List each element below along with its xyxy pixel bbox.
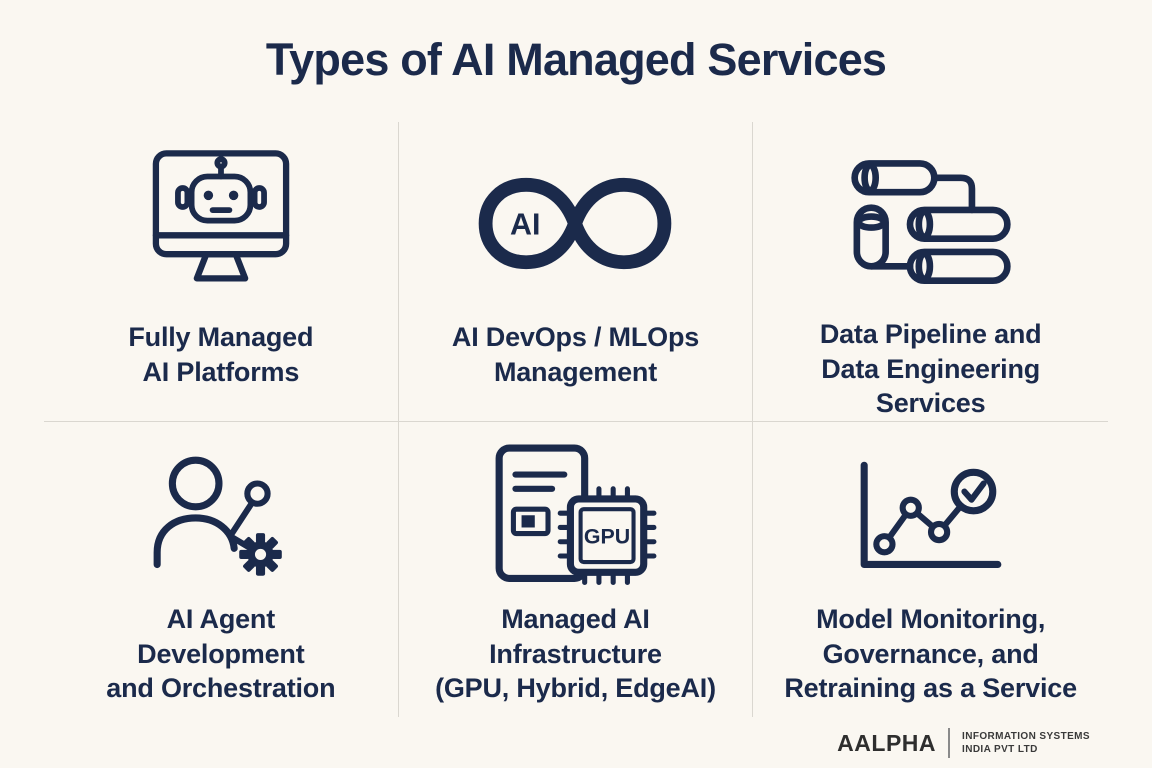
cell-model-monitoring: Model Monitoring, Governance, and Retrai…	[753, 422, 1108, 717]
robot-face-icon	[174, 156, 267, 224]
footer: AALPHA INFORMATION SYSTEMS INDIA PVT LTD	[837, 728, 1090, 758]
footer-tagline-line2: INDIA PVT LTD	[962, 744, 1038, 755]
gear-icon	[239, 532, 282, 576]
chart-axes	[860, 461, 1002, 569]
cell-fully-managed-ai-platforms: Fully Managed AI Platforms	[44, 122, 399, 422]
footer-tagline: INFORMATION SYSTEMS INDIA PVT LTD	[962, 730, 1090, 757]
person-head	[168, 456, 223, 510]
icon-area: GPU	[491, 432, 659, 598]
agent-gear-network-icon	[153, 456, 282, 576]
icon-area	[850, 432, 1012, 598]
cell-ai-devops-mlops: AI AI DevOps / MLOps Management	[398, 122, 754, 422]
node-circle	[244, 480, 271, 507]
footer-tagline-line1: INFORMATION SYSTEMS	[962, 730, 1090, 742]
icon-area: AI	[469, 132, 681, 316]
ai-infinity-loop-icon: AI	[479, 178, 672, 270]
icon-area	[848, 132, 1014, 313]
gpu-server-card-icon: GPU	[496, 444, 657, 585]
brand-name: AALPHA	[837, 729, 937, 756]
ai-label-text: AI	[511, 208, 541, 242]
robot-monitor-icon	[152, 150, 290, 282]
cell-managed-ai-infrastructure: GPU Managed AI Infrastructure (GPU, Hybr…	[399, 422, 754, 717]
data-pipeline-icon	[850, 159, 1011, 284]
service-label: Managed AI Infrastructure (GPU, Hybrid, …	[435, 604, 716, 704]
service-label: Data Pipeline and Data Engineering Servi…	[819, 319, 1042, 419]
person-shoulders	[153, 513, 238, 568]
service-label: Fully Managed AI Platforms	[128, 322, 314, 387]
service-label: Model Monitoring, Governance, and Retrai…	[784, 604, 1077, 704]
check-icon	[950, 468, 996, 515]
icon-area	[137, 132, 305, 316]
cell-data-pipeline: Data Pipeline and Data Engineering Servi…	[753, 122, 1108, 422]
service-label: AI Agent Development and Orchestration	[106, 604, 336, 704]
trend-line	[881, 492, 973, 548]
footer-divider-bar	[948, 728, 951, 758]
infinity-icon	[479, 178, 672, 270]
gpu-chip-icon: GPU	[558, 485, 657, 585]
gpu-label-text: GPU	[584, 524, 630, 548]
page-title: Types of AI Managed Services	[265, 34, 887, 85]
monitoring-chart-check-icon	[860, 461, 1002, 569]
services-grid: Fully Managed AI Platforms AI AI DevOps …	[44, 122, 1108, 717]
icon-area	[145, 432, 297, 598]
cell-ai-agent-development: AI Agent Development and Orchestration	[44, 422, 399, 717]
service-label: AI DevOps / MLOps Management	[451, 322, 700, 387]
